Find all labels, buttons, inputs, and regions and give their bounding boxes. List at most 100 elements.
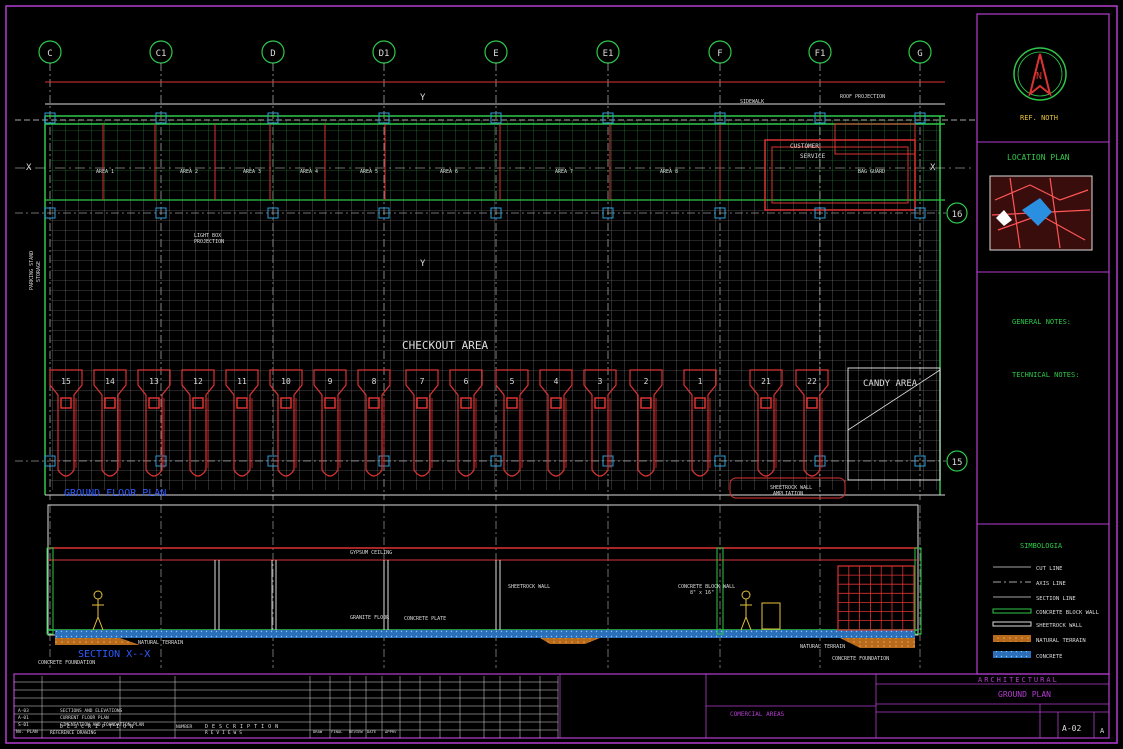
light-box-label-1: LIGHT BOX bbox=[194, 233, 221, 239]
legend-label: CUT LINE bbox=[1036, 566, 1063, 572]
sidewalk-label: SIDEWALK bbox=[740, 99, 764, 105]
checkout-lane-5: 5 bbox=[495, 369, 529, 477]
checkout-lane-15: 15 bbox=[49, 369, 83, 477]
checkout-lane-6: 6 bbox=[449, 369, 483, 477]
axis-label: D bbox=[270, 49, 275, 59]
svg-text:N: N bbox=[1036, 71, 1042, 82]
axis-label: G bbox=[917, 49, 922, 59]
title-table bbox=[559, 674, 1109, 738]
area-label-3: AREA 3 bbox=[243, 169, 261, 175]
section-label-granite: GRANITE FLOOR bbox=[350, 615, 390, 621]
parking-storage-label: STORAGE bbox=[36, 261, 42, 282]
section-mark-2: Y bbox=[420, 93, 426, 103]
area-label-1: AREA 1 bbox=[96, 169, 114, 175]
rev-no-plan: No. PLAN bbox=[16, 729, 38, 735]
checkout-number: 22 bbox=[807, 377, 817, 386]
rev-description: DESCRIPTION bbox=[60, 724, 137, 730]
section-label-sheetrock: SHEETROCK WALL bbox=[508, 584, 550, 590]
light-box-label-2: PROJECTION bbox=[194, 239, 224, 245]
area-label-7: AREA 7 bbox=[555, 169, 573, 175]
legend-item-2: AXIS LINE bbox=[993, 581, 1066, 587]
legend-label: CONCRETE bbox=[1036, 654, 1063, 660]
customer-service-label-2: SERVICE bbox=[800, 153, 826, 160]
area-label-6: AREA 6 bbox=[440, 169, 458, 175]
legend-label: NATURAL TERRAIN bbox=[1036, 638, 1086, 644]
axis-label: E1 bbox=[603, 49, 614, 59]
sheet-title: GROUND PLAN bbox=[998, 690, 1051, 699]
checkout-lane-2: 2 bbox=[629, 369, 663, 477]
checkout-tile-grid bbox=[50, 200, 940, 490]
candy-area-box bbox=[847, 367, 941, 481]
human-figure-right bbox=[740, 590, 781, 631]
checkout-number: 6 bbox=[464, 377, 469, 386]
location-plan-title: LOCATION PLAN bbox=[1007, 153, 1070, 162]
legend-label: SECTION LINE bbox=[1036, 596, 1076, 602]
rev-col-label: APPRV bbox=[385, 729, 397, 734]
area-label-8: AREA 8 bbox=[660, 169, 678, 175]
legend-item-5: SHEETROCK WALL bbox=[992, 621, 1083, 629]
parking-stand-label: PARKING STAND bbox=[29, 251, 35, 290]
rev-row-no: A-03 bbox=[18, 708, 29, 714]
discipline-label: ARCHITECTURAL bbox=[978, 676, 1059, 684]
area-label-5: AREA 5 bbox=[360, 169, 378, 175]
checkout-lane-12: 12 bbox=[181, 369, 215, 477]
checkout-area-label: CHECKOUT AREA bbox=[402, 339, 488, 352]
rev-col-label: REVIEW bbox=[349, 729, 363, 734]
area-tile-grid bbox=[50, 120, 940, 200]
simbologia-title: SIMBOLOGIA bbox=[1020, 542, 1063, 550]
checkout-number: 2 bbox=[644, 377, 649, 386]
legend-item-1: CUT LINE bbox=[993, 566, 1063, 572]
ground-floor-plan-title: GROUND FLOOR PLAN bbox=[64, 488, 166, 499]
rev-col-label: DRAW bbox=[313, 729, 323, 734]
axis-row-label: 15 bbox=[952, 458, 963, 468]
section-columns bbox=[46, 547, 922, 635]
axis-label: C1 bbox=[156, 49, 167, 59]
checkout-lane-7: 7 bbox=[405, 369, 439, 477]
area-label-4: AREA 4 bbox=[300, 169, 318, 175]
roof-projection-label: ROOF PROJECTION bbox=[840, 94, 885, 100]
section-concrete-plate bbox=[55, 630, 915, 638]
checkout-number: 21 bbox=[761, 377, 771, 386]
section-label-gypsum: GYPSUM CEILING bbox=[350, 550, 392, 556]
legend-item-6: NATURAL TERRAIN bbox=[993, 635, 1086, 644]
rev-col-label: FINAL bbox=[331, 729, 343, 734]
section-label-terrain-left: NATURAL TERRAIN bbox=[138, 640, 183, 646]
legend-item-4: CONCRETE BLOCK WALL bbox=[992, 608, 1100, 616]
checkout-number: 4 bbox=[554, 377, 559, 386]
north-arrow-icon: N bbox=[1013, 47, 1067, 101]
axis-row-label: 16 bbox=[952, 210, 963, 220]
checkout-number: 14 bbox=[105, 377, 115, 386]
area-label-2: AREA 2 bbox=[180, 169, 198, 175]
human-figure-left bbox=[92, 590, 104, 631]
rev-col-label: DATE bbox=[367, 729, 377, 734]
sheet-border bbox=[5, 5, 1118, 744]
general-notes-title: GENERAL NOTES: bbox=[1012, 318, 1071, 326]
checkout-number: 10 bbox=[281, 377, 291, 386]
axis-label: E bbox=[493, 49, 498, 59]
rev-row-desc: CIMENTATION AND FOUNDATION PLAN bbox=[60, 722, 144, 728]
technical-notes-title: TECHNICAL NOTES: bbox=[1012, 371, 1079, 379]
sheet-number: A-02 bbox=[1062, 724, 1081, 733]
section-label-terrain-right: NATURAL TERRAIN bbox=[800, 644, 845, 650]
axis-label: F bbox=[717, 49, 722, 59]
legend-symbols: CUT LINE AXIS LINE SECTION LINE CONCRETE BL… bbox=[992, 566, 1100, 660]
checkout-lane-4: 4 bbox=[539, 369, 573, 477]
section-label-concrete-plate: CONCRETE PLATE bbox=[404, 616, 446, 622]
checkout-number: 7 bbox=[420, 377, 425, 386]
rev-reference: REFERENCE DRAWING bbox=[50, 730, 96, 736]
checkout-number: 9 bbox=[328, 377, 333, 386]
customer-service-counter bbox=[764, 139, 916, 211]
legend-label: CONCRETE BLOCK WALL bbox=[1036, 610, 1100, 616]
ampliation-label-1: SHEETROCK WALL bbox=[770, 485, 812, 491]
project-name: COMERCIAL AREAS bbox=[730, 711, 785, 718]
checkout-lane-8: 8 bbox=[357, 369, 391, 477]
rev-desc2: DESCRIPTION bbox=[205, 724, 282, 730]
ref-north-label: REF. NOTH bbox=[1020, 114, 1058, 122]
checkout-lane-21: 21 bbox=[749, 369, 783, 477]
section-label-foundation-right: CONCRETE FOUNDATION bbox=[832, 656, 889, 662]
legend-item-7: CONCRETE bbox=[993, 651, 1063, 660]
checkout-lane-14: 14 bbox=[93, 369, 127, 477]
